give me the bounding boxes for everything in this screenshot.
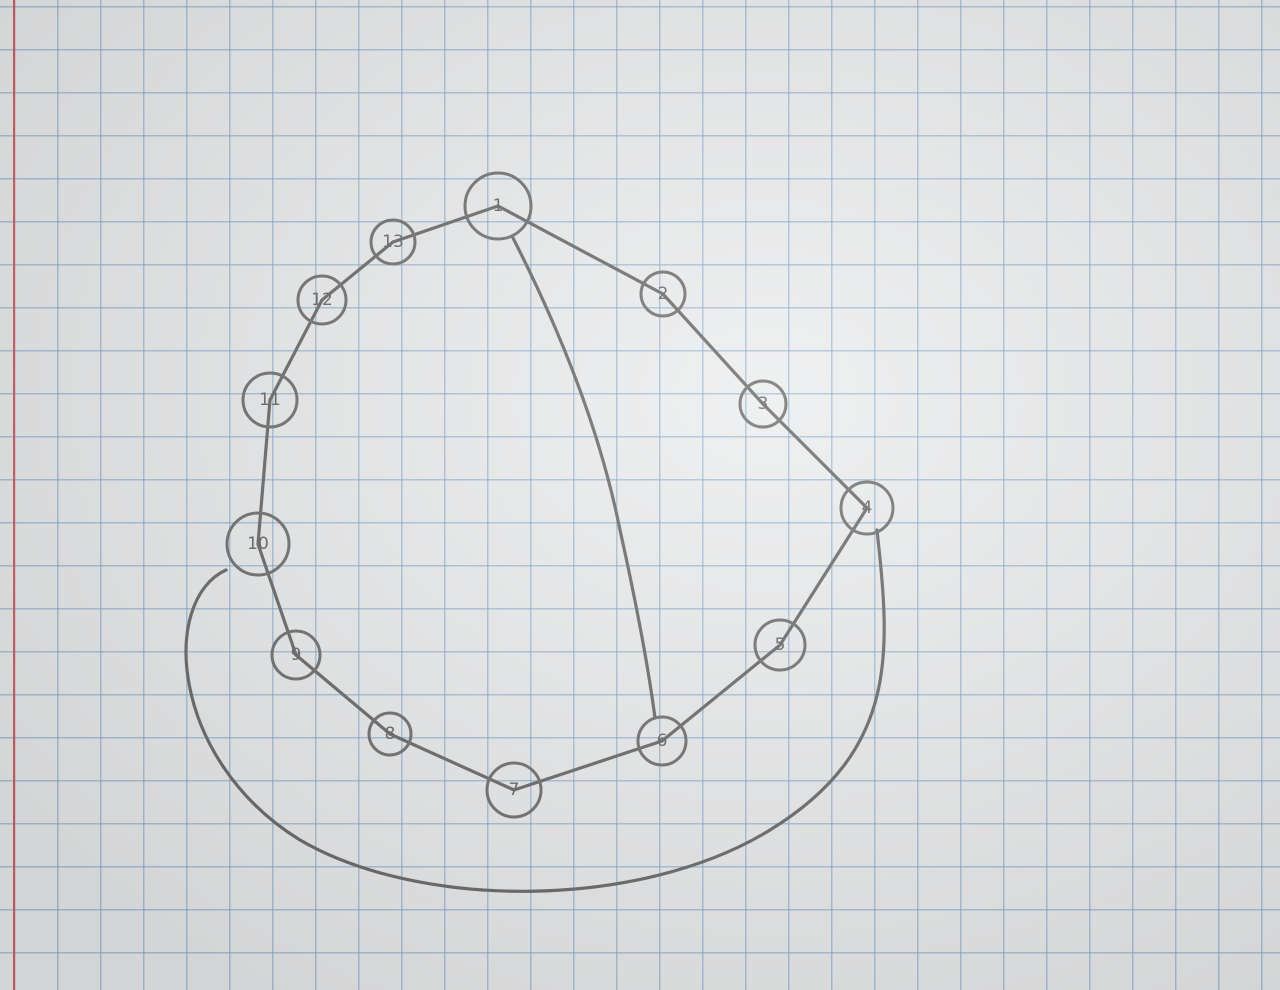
edge-9-10 <box>256 542 298 657</box>
edge-13-1 <box>391 204 500 244</box>
edge-11-12 <box>268 298 324 402</box>
node-8: 8 <box>367 711 413 757</box>
node-circle <box>369 218 417 266</box>
edge-1-6 <box>510 234 657 720</box>
node-circle <box>753 618 807 672</box>
node-label: 13 <box>382 232 404 252</box>
node-6: 6 <box>636 715 688 767</box>
node-label: 12 <box>311 290 333 310</box>
node-label: 7 <box>509 780 520 800</box>
node-label: 4 <box>862 498 873 518</box>
edge-2-3 <box>661 292 765 406</box>
node-label: 11 <box>259 390 281 410</box>
node-circle <box>270 629 322 681</box>
node-circle <box>463 171 533 241</box>
node-label: 6 <box>657 731 668 751</box>
node-7: 7 <box>485 761 543 819</box>
node-11: 11 <box>241 371 299 429</box>
node-label: 1 <box>493 196 504 216</box>
node-circle <box>241 371 299 429</box>
node-label: 10 <box>247 534 269 554</box>
node-circle <box>839 480 895 536</box>
node-label: 5 <box>775 635 786 655</box>
edge-8-9 <box>294 653 392 736</box>
edge-10-11 <box>256 398 272 546</box>
node-circle <box>225 511 291 577</box>
node-circle <box>296 274 348 326</box>
edge-7-8 <box>388 732 516 792</box>
node-circle <box>636 715 688 767</box>
node-9: 9 <box>270 629 322 681</box>
node-label: 3 <box>758 394 769 414</box>
node-1: 1 <box>463 171 533 241</box>
edges-layer <box>184 204 886 893</box>
node-label: 2 <box>658 284 669 304</box>
node-5: 5 <box>753 618 807 672</box>
node-circle <box>485 761 543 819</box>
node-3: 3 <box>738 379 788 429</box>
node-13: 13 <box>369 218 417 266</box>
margin-line <box>13 0 15 990</box>
edge-12-13 <box>320 240 395 302</box>
node-10: 10 <box>225 511 291 577</box>
node-label: 8 <box>385 724 396 744</box>
node-circle <box>367 711 413 757</box>
node-12: 12 <box>296 274 348 326</box>
node-label: 9 <box>291 645 302 665</box>
node-circle <box>738 379 788 429</box>
node-2: 2 <box>639 270 687 318</box>
node-circle <box>639 270 687 318</box>
node-4: 4 <box>839 480 895 536</box>
edge-10-4 <box>184 528 886 893</box>
edge-1-2 <box>496 204 665 296</box>
